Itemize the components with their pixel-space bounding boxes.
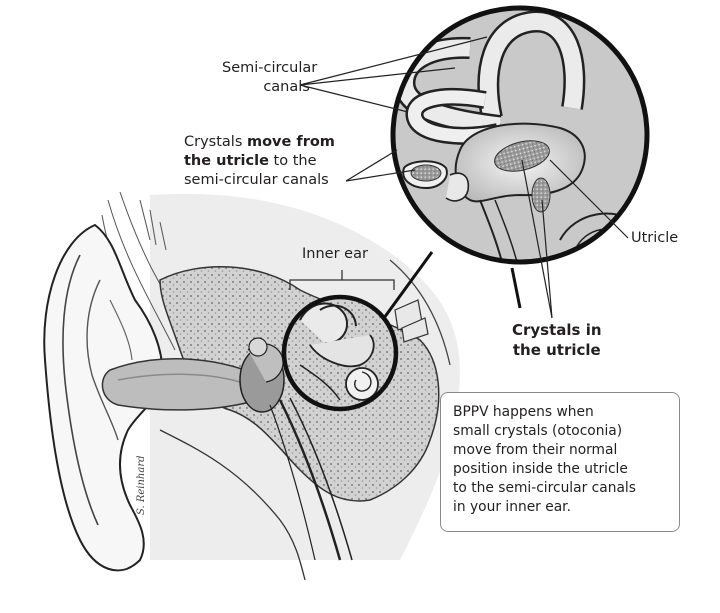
utricle-label: Utricle bbox=[631, 230, 679, 246]
crystals-move-line3: semi-circular canals bbox=[184, 172, 329, 188]
crystals-move-line2: the utricle to the bbox=[184, 153, 317, 169]
info-line6: in your inner ear. bbox=[453, 499, 571, 515]
crystals-move-label: Crystals move from the utricle to the se… bbox=[184, 133, 335, 190]
inner-ear-bracket bbox=[289, 270, 395, 290]
outer-ear bbox=[43, 223, 164, 572]
vestibule-circle bbox=[390, 5, 650, 265]
crystals-in-utricle-label: Crystals in the utricle bbox=[512, 320, 602, 360]
semicircular-canals-label: Semi-circular canals bbox=[222, 59, 317, 97]
inner-ear-circle bbox=[281, 294, 399, 412]
info-line3: move from their normal bbox=[453, 442, 618, 458]
canals-label-line2: canals bbox=[263, 79, 310, 95]
crystals-in-canal bbox=[410, 164, 442, 182]
leader-lines bbox=[299, 36, 629, 319]
info-line2: small crystals (otoconia) bbox=[453, 423, 623, 439]
inner-ear-detail bbox=[284, 297, 396, 409]
stalk-pointer bbox=[510, 267, 522, 309]
crystals-in-line2: the utricle bbox=[512, 341, 601, 359]
saccule-crystals bbox=[531, 177, 551, 213]
nerve-bundle bbox=[394, 299, 429, 343]
info-line5: to the semi-circular canals bbox=[453, 480, 636, 496]
bppv-explanation-box: BPPV happens when small crystals (otocon… bbox=[440, 392, 680, 532]
crystals-in-line1: Crystals in bbox=[512, 321, 602, 339]
artist-signature: S. Reinhard bbox=[136, 455, 147, 515]
inner-ear-label: Inner ear bbox=[302, 246, 368, 262]
crystals-move-line1: Crystals move from bbox=[184, 134, 335, 150]
magnify-connector bbox=[382, 251, 434, 319]
canals-label-line1: Semi-circular bbox=[222, 60, 318, 76]
ear-canal bbox=[101, 358, 259, 411]
info-line4: position inside the utricle bbox=[453, 461, 628, 477]
eustachian-tube bbox=[269, 397, 353, 561]
utricle-crystals bbox=[494, 140, 550, 172]
info-line1: BPPV happens when bbox=[453, 404, 594, 420]
